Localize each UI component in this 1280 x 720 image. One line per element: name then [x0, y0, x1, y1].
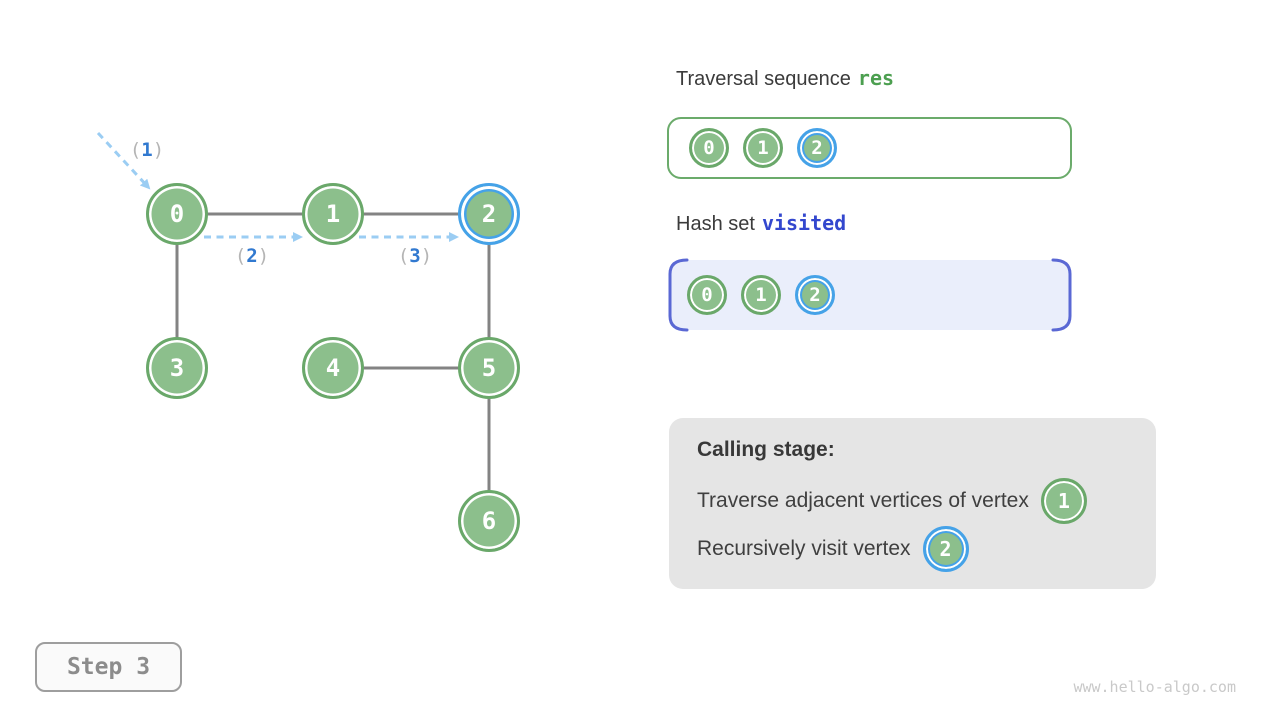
- graph-node-2-highlighted: 2: [458, 183, 520, 245]
- calling-stage-line-2: Recursively visit vertex 2: [697, 526, 1132, 572]
- hash-set-label: Hash set: [676, 213, 755, 235]
- graph-node-1: 1: [302, 183, 364, 245]
- watermark-url: www.hello-algo.com: [1073, 678, 1236, 696]
- traversal-sequence-title: Traversal sequence res: [676, 66, 894, 91]
- graph-canvas: (1) (2) (3) 0 1 2 3 4 5 6: [0, 0, 660, 620]
- calling-stage-panel: Calling stage: Traverse adjacent vertice…: [669, 418, 1156, 589]
- calling-stage-title: Calling stage:: [697, 438, 835, 461]
- visited-item-2-highlighted: 2: [795, 275, 835, 315]
- calling-stage-line-1: Traverse adjacent vertices of vertex 1: [697, 478, 1132, 524]
- order-number: 2: [246, 245, 258, 267]
- paren-close: ): [257, 245, 270, 267]
- visited-code-label: visited: [761, 211, 847, 235]
- graph-node-0: 0: [146, 183, 208, 245]
- hash-set-box: 0 1 2: [667, 258, 1073, 332]
- traversal-sequence-label: Traversal sequence: [676, 68, 851, 90]
- res-item-1: 1: [743, 128, 783, 168]
- paren-close: ): [152, 139, 165, 161]
- hash-set-items: 0 1 2: [667, 258, 1073, 332]
- hash-set-title: Hash set visited: [676, 211, 846, 236]
- graph-node-6: 6: [458, 490, 520, 552]
- graph-edges-layer: [96, 131, 491, 521]
- graph-node-5: 5: [458, 337, 520, 399]
- step-badge[interactable]: Step 3: [35, 642, 182, 692]
- res-item-2-highlighted: 2: [797, 128, 837, 168]
- arrow-order-label-2: (2): [235, 245, 269, 267]
- res-code-label: res: [857, 66, 895, 90]
- arrow-order-label-3: (3): [398, 245, 432, 267]
- paren-close: ): [420, 245, 433, 267]
- graph-node-4: 4: [302, 337, 364, 399]
- order-number: 3: [409, 245, 421, 267]
- calling-line-1-vertex: 1: [1040, 478, 1087, 524]
- traversal-arrow-1: [96, 131, 151, 190]
- res-item-0: 0: [689, 128, 729, 168]
- arrow-order-label-1: (1): [130, 139, 164, 161]
- visited-item-0: 0: [687, 275, 727, 315]
- right-bracket: [1051, 258, 1072, 332]
- left-bracket: [668, 258, 689, 332]
- calling-line-2-vertex-highlighted: 2: [922, 526, 969, 572]
- calling-line-2-text: Recursively visit vertex: [697, 537, 911, 560]
- traversal-sequence-box: 0 1 2: [667, 117, 1072, 179]
- hash-set-fill: [670, 260, 1070, 330]
- paren-open: (: [397, 245, 410, 267]
- hash-set-brackets: [668, 258, 1072, 332]
- paren-open: (: [129, 139, 142, 161]
- visited-item-1: 1: [741, 275, 781, 315]
- paren-open: (: [234, 245, 247, 267]
- order-number: 1: [141, 139, 153, 161]
- calling-line-1-text: Traverse adjacent vertices of vertex: [697, 489, 1029, 512]
- graph-node-3: 3: [146, 337, 208, 399]
